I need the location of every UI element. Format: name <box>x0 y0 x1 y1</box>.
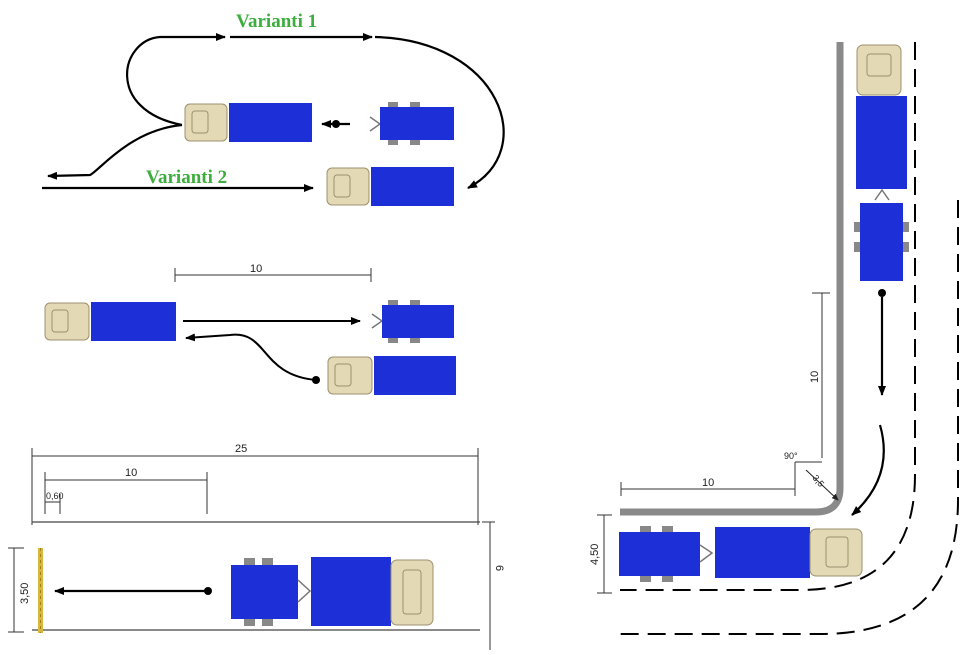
variant-section: Varianti 1 Varianti 2 <box>42 11 504 206</box>
truck-cab <box>327 168 369 205</box>
dimension-bottom-width: 6 <box>493 565 505 571</box>
truck-cargo-box <box>715 527 810 578</box>
coupling-point <box>878 289 886 297</box>
variant-1-label: Varianti 1 <box>236 11 317 32</box>
trailer-middle <box>372 300 454 343</box>
truck-cargo-box <box>311 557 391 626</box>
truck-bottom-left <box>311 557 433 626</box>
truck-cargo-box <box>229 103 312 142</box>
truck-middle-left <box>45 302 176 341</box>
trailer-body <box>860 203 903 281</box>
road-curb <box>620 42 840 512</box>
truck-cargo-box <box>371 167 454 206</box>
coupling-point <box>312 376 320 384</box>
dimension-bottom-small: 0,60 <box>46 491 64 501</box>
right-section: 10 10 90° 3,5 4,50 <box>589 42 958 634</box>
dimension-right-height: 4,50 <box>589 544 601 565</box>
truck-cargo-box <box>374 356 456 395</box>
coupling-point <box>204 587 212 595</box>
trailer-body <box>380 107 454 140</box>
dimension-right-horizontal: 10 <box>702 477 714 489</box>
dimension-bottom-ten: 10 <box>125 467 137 479</box>
truck-cab <box>185 104 227 141</box>
truck-right-horizontal <box>715 527 862 578</box>
bottom-left-section: 25 10 0,60 6 3,50 <box>8 443 505 650</box>
dimension-middle-distance: 10 <box>250 263 262 275</box>
trailer-right-horizontal <box>619 526 712 582</box>
trailer-right-vertical <box>854 203 909 281</box>
trailer-top <box>322 102 454 145</box>
dimension-right-angle: 90° <box>784 451 798 461</box>
truck-cargo-box <box>856 96 907 189</box>
trailer-bottom-left <box>231 558 310 626</box>
trailer-body <box>231 565 298 619</box>
trailer-body <box>619 532 700 576</box>
truck-cab <box>810 529 862 576</box>
truck-right-vertical <box>856 45 907 200</box>
dimension-bottom-total: 25 <box>235 443 247 455</box>
middle-section: 10 <box>45 263 456 395</box>
dimension-bottom-height: 3,50 <box>19 583 31 604</box>
truck-cargo-box <box>91 302 176 341</box>
truck-middle-right <box>328 356 456 395</box>
variant-2-label: Varianti 2 <box>146 167 227 188</box>
truck-cab <box>857 45 901 95</box>
dimension-right-vertical: 10 <box>809 371 821 383</box>
trailer-body <box>382 305 454 338</box>
truck-top-left <box>185 103 312 142</box>
truck-top-right <box>327 167 454 206</box>
